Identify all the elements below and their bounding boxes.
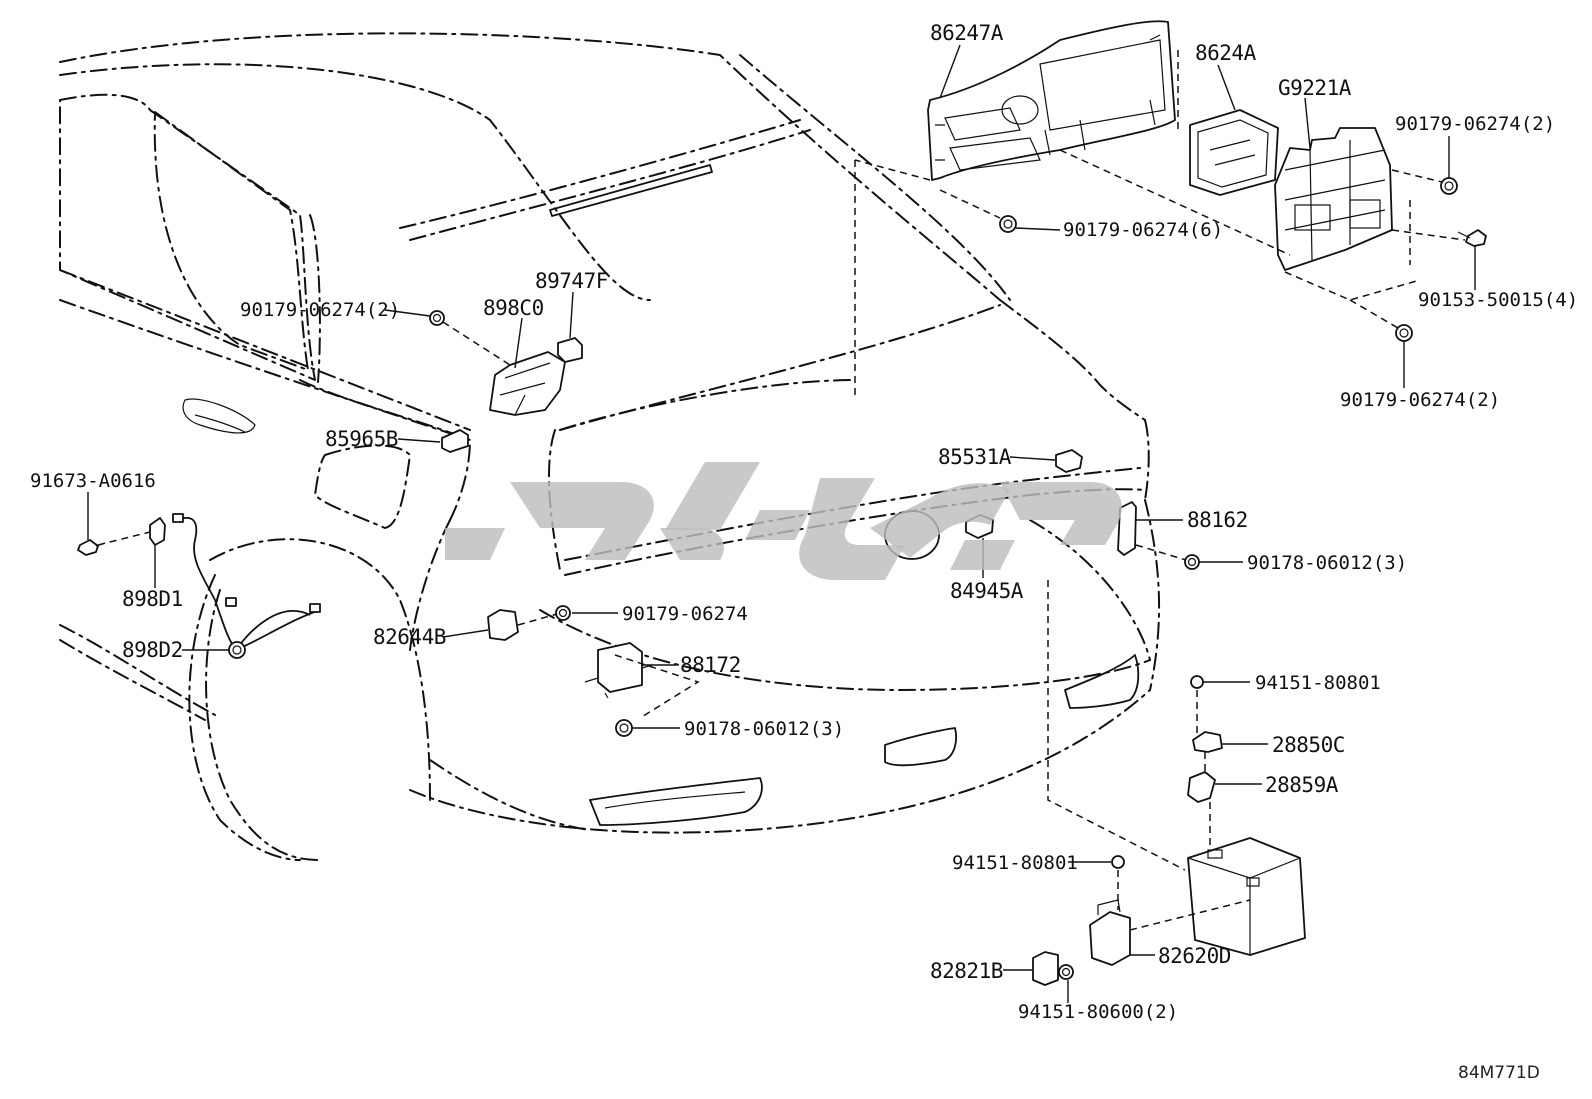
nut-icon: [1440, 177, 1458, 195]
clamp-28859A: [1187, 771, 1216, 803]
sensor-898D1: [149, 517, 166, 546]
label-898C0: 898C0: [483, 296, 544, 320]
watermark-logo: [445, 462, 1122, 580]
label-90179-06274-2: 90179-06274(2): [1395, 113, 1555, 135]
label-94151-80600-2: 94151-80600(2): [1018, 1001, 1178, 1023]
label-90179-06274: 90179-06274: [622, 603, 748, 625]
nut-icon: [1111, 855, 1125, 869]
nut-icon: [1190, 675, 1204, 689]
label-91673-A0616: 91673-A0616: [30, 470, 156, 492]
wire-harness: [177, 517, 237, 651]
module-8624A: [1189, 109, 1279, 196]
module-88172: [597, 642, 643, 693]
label-28859A: 28859A: [1265, 773, 1339, 797]
grommet-898D2: [228, 641, 246, 659]
bracket-plate-86247A: [927, 20, 1176, 181]
label-898D2: 898D2: [122, 638, 183, 662]
label-90179-06274-6: 90179-06274(6): [1063, 219, 1223, 241]
relay-82644B: [487, 609, 519, 641]
label-82620D: 82620D: [1158, 944, 1231, 968]
sensor-85965B: [441, 429, 469, 453]
label-90178-06012-3: 90178-06012(3): [1247, 552, 1407, 574]
car-body-outline: [59, 32, 1186, 871]
label-90179-06274-2: 90179-06274(2): [240, 299, 400, 321]
sensor-85531A: [1055, 449, 1083, 473]
label-90153-50015-4: 90153-50015(4): [1418, 289, 1578, 311]
assembly-lines: [97, 50, 1466, 931]
label-88172: 88172: [680, 653, 741, 677]
label-G9221A: G9221A: [1278, 76, 1352, 100]
label-82644B: 82644B: [373, 625, 446, 649]
label-94151-80801: 94151-80801: [1255, 672, 1381, 694]
cover-82821B: [1032, 951, 1059, 986]
label-86247A: 86247A: [930, 21, 1004, 45]
label-28850C: 28850C: [1272, 733, 1345, 757]
terminal-28850C: [1192, 731, 1223, 753]
bolt-icon: [1457, 229, 1487, 247]
part-labels: 86247A 8624A G9221A 90179-06274(2) 90179…: [30, 21, 1578, 1083]
fuse-block-82620D: [1089, 911, 1131, 966]
label-898D1: 898D1: [122, 587, 183, 611]
label-8624A: 8624A: [1195, 41, 1257, 65]
bracket-88162: [1117, 501, 1137, 556]
label-90178-06012-3: 90178-06012(3): [684, 718, 844, 740]
parts: [77, 20, 1487, 986]
nut-icon: [615, 719, 633, 737]
label-89747F: 89747F: [535, 269, 608, 293]
diagram-reference-code: 84M771D: [1458, 1063, 1540, 1083]
nut-icon: [999, 215, 1017, 233]
battery: [1187, 837, 1306, 956]
module-898C0: [489, 351, 566, 416]
label-90179-06274-2: 90179-06274(2): [1340, 389, 1500, 411]
nut-icon: [1395, 324, 1413, 342]
nut-icon: [1184, 554, 1200, 570]
label-82821B: 82821B: [930, 959, 1003, 983]
label-85531A: 85531A: [938, 445, 1012, 469]
nut-icon: [555, 605, 571, 621]
nut-icon: [429, 310, 445, 326]
bolt-icon: [77, 539, 106, 556]
nut-icon: [1058, 964, 1074, 980]
clip-89747F: [557, 337, 583, 363]
label-94151-80801: 94151-80801: [952, 852, 1078, 874]
label-84945A: 84945A: [950, 579, 1024, 603]
label-88162: 88162: [1187, 508, 1248, 532]
label-85965B: 85965B: [325, 427, 398, 451]
